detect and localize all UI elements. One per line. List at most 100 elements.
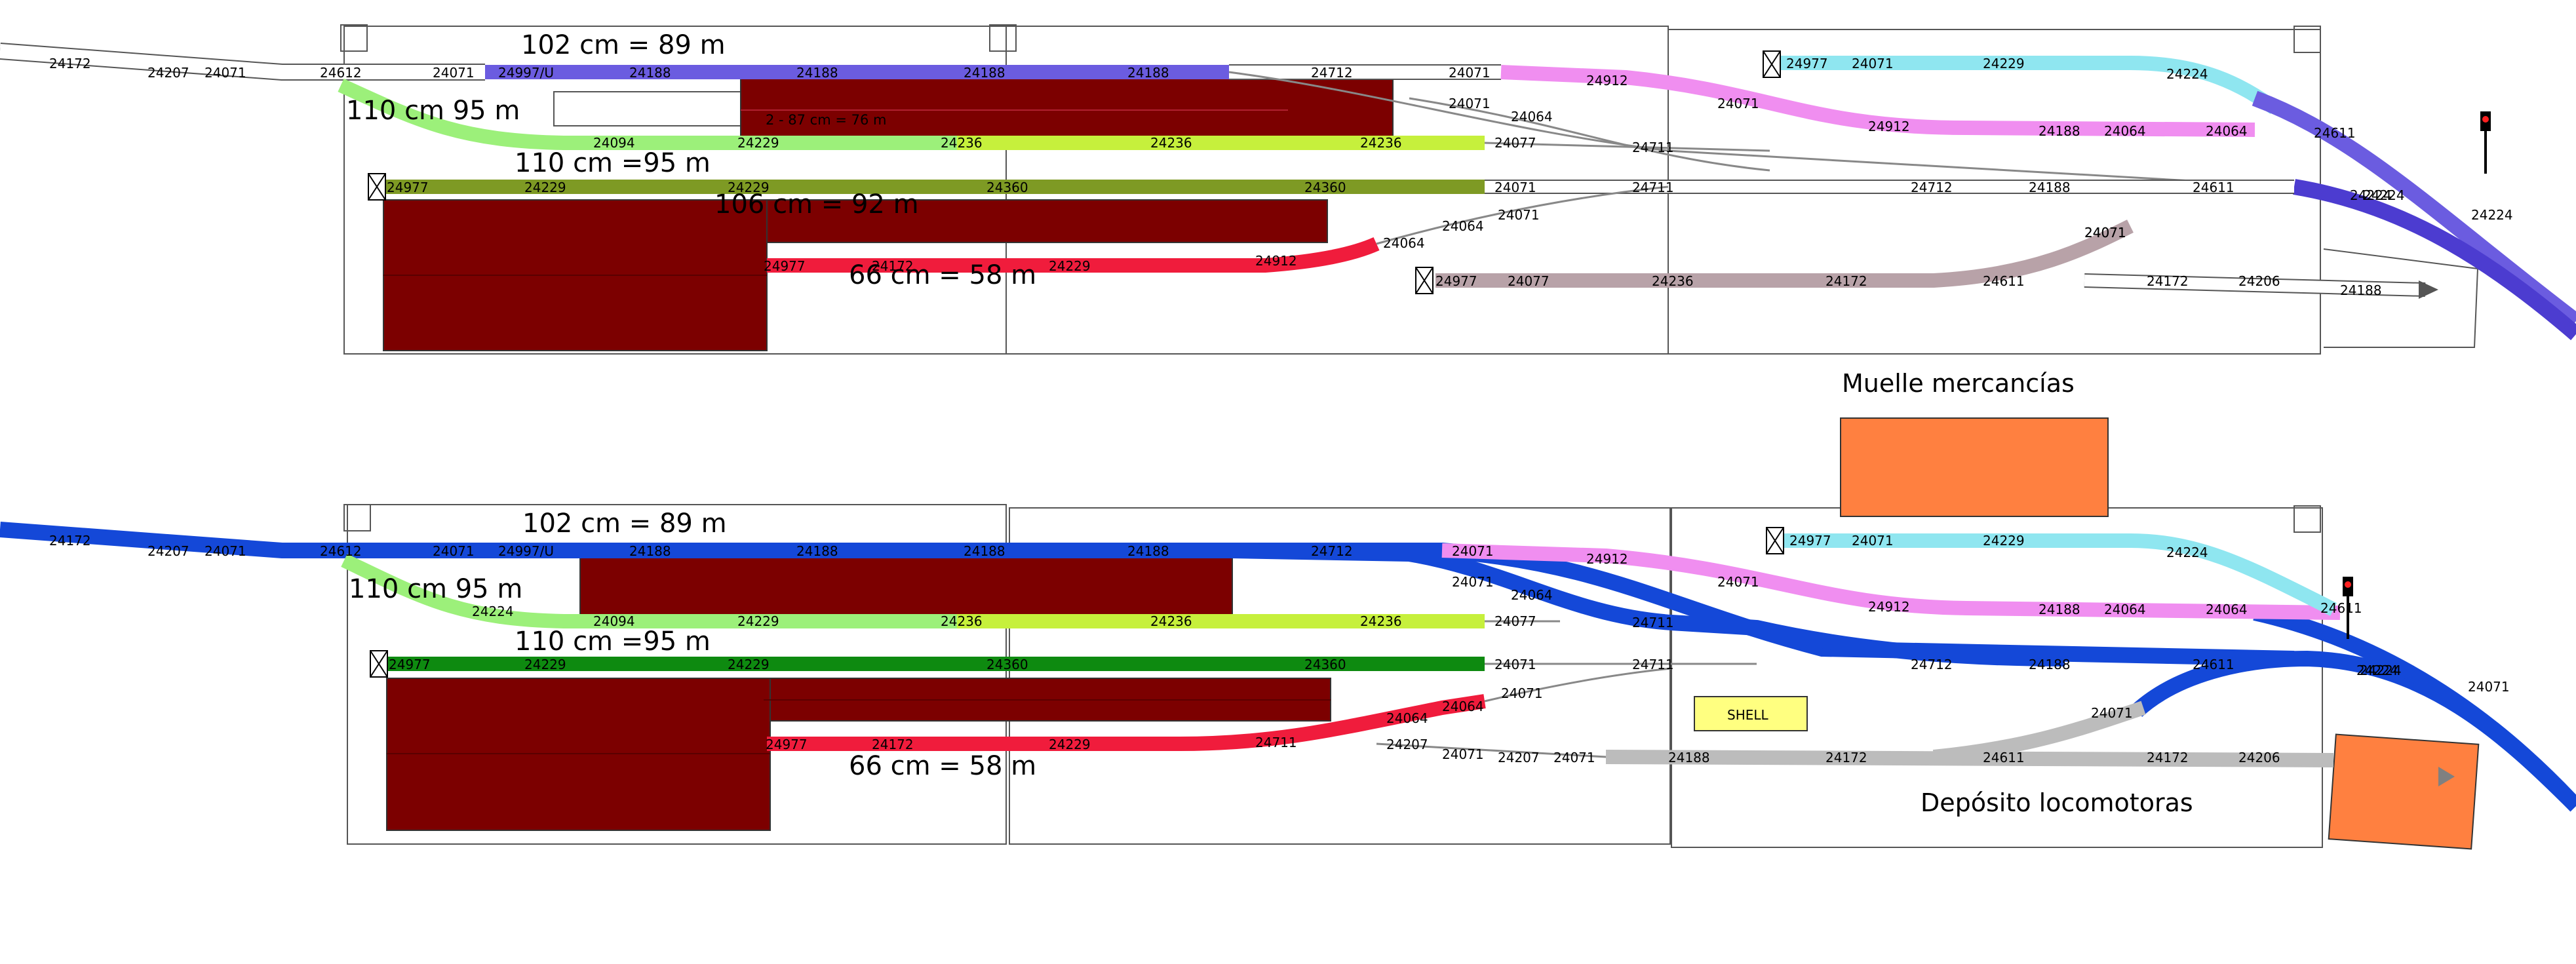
top-label: 24229 bbox=[1049, 258, 1091, 274]
deposito-locomotoras-label: Depósito locomotoras bbox=[1921, 788, 2193, 817]
top-track-blue-curve-2 bbox=[2293, 179, 2576, 341]
top-label: 24071 bbox=[1449, 65, 1491, 81]
top-track-white-red-cont bbox=[1376, 185, 1669, 245]
bottom-label: 24997/U bbox=[498, 543, 554, 559]
top-track-magenta-upper bbox=[1500, 65, 2255, 137]
top-label: 24206 bbox=[2238, 273, 2280, 289]
top-label: 24071 bbox=[433, 65, 475, 81]
top-tracks bbox=[0, 43, 2576, 341]
top-caption-110cm-a: 110 cm 95 m bbox=[346, 96, 520, 126]
bottom-label: 24912 bbox=[1868, 599, 1910, 615]
top-caption-106cm: 106 cm = 92 m bbox=[714, 189, 919, 220]
top-label: 24172 bbox=[49, 56, 91, 71]
top-corner-2 bbox=[989, 24, 1017, 52]
bottom-caption-110cm-a: 110 cm 95 m bbox=[349, 574, 522, 604]
bottom-label: 24172 bbox=[49, 533, 91, 549]
bottom-caption-110cm-b: 110 cm =95 m bbox=[515, 627, 711, 657]
top-label: 24207 bbox=[147, 65, 189, 81]
top-signal-icon bbox=[2480, 111, 2491, 174]
bottom-label: 24188 bbox=[796, 543, 838, 559]
top-label: 24236 bbox=[1360, 135, 1402, 151]
bottom-module-1 bbox=[347, 504, 1007, 845]
bottom-label: 24071 bbox=[1452, 574, 1494, 590]
bottom-label: 24977 bbox=[766, 737, 808, 752]
top-caption-102cm: 102 cm = 89 m bbox=[521, 30, 726, 60]
bottom-label: 24071 bbox=[1553, 750, 1595, 765]
bottom-label: 24977 bbox=[1789, 533, 1831, 549]
bottom-label: 24611 bbox=[1983, 750, 2025, 765]
top-label: 24236 bbox=[941, 135, 983, 151]
top-label: 24188 bbox=[796, 65, 838, 81]
bottom-label: 24229 bbox=[1049, 737, 1091, 752]
bottom-label: 24188 bbox=[2039, 602, 2080, 617]
bottom-label: 24712 bbox=[1911, 657, 1953, 672]
deposito-locomotoras-building bbox=[2328, 733, 2480, 850]
shell-label: SHELL bbox=[1727, 707, 1769, 723]
bottom-label: 24071 bbox=[2091, 705, 2133, 721]
bottom-label: 24071 bbox=[1717, 574, 1759, 590]
top-label: 24172 bbox=[1825, 273, 1867, 289]
top-label: 24611 bbox=[2193, 180, 2234, 195]
top-label: 24977 bbox=[764, 258, 806, 274]
bottom-track-gray-curve bbox=[1932, 701, 2146, 764]
top-label: 24071 bbox=[1449, 96, 1491, 111]
top-label: 24997/U bbox=[498, 65, 554, 81]
top-label: 24071 bbox=[1852, 56, 1894, 71]
bottom-label: 24712 bbox=[1311, 543, 1353, 559]
top-label: 24229 bbox=[728, 180, 770, 195]
bottom-signal-icon bbox=[2343, 577, 2353, 639]
top-label: 24224 bbox=[2350, 187, 2392, 203]
top-label: 24224 bbox=[2471, 207, 2513, 223]
top-label: 24711 bbox=[1632, 180, 1674, 195]
bottom-buffer-cyan bbox=[1766, 527, 1784, 554]
top-label: 24224 bbox=[2363, 187, 2405, 203]
top-label: 24071 bbox=[205, 65, 246, 81]
bottom-label: 24172 bbox=[2147, 750, 2189, 765]
bottom-label: 24611 bbox=[2193, 657, 2234, 672]
top-label: 24188 bbox=[2340, 282, 2382, 298]
muelle-mercancias-building bbox=[1840, 417, 2109, 517]
top-label: 24711 bbox=[1632, 140, 1674, 155]
top-label: 24172 bbox=[872, 258, 914, 274]
top-label: 24236 bbox=[1652, 273, 1694, 289]
top-building-upper bbox=[740, 77, 1394, 138]
bottom-label: 24912 bbox=[1586, 551, 1628, 567]
top-buffers bbox=[368, 50, 1781, 294]
bottom-label: 24188 bbox=[629, 543, 671, 559]
top-label: 24071 bbox=[1717, 96, 1759, 111]
top-corner-1 bbox=[340, 24, 368, 52]
bottom-label: 24071 bbox=[1442, 746, 1484, 762]
top-label: 24229 bbox=[1983, 56, 2025, 71]
top-track-white-ladder-2 bbox=[1409, 97, 1770, 172]
bottom-label: 24071 bbox=[1852, 533, 1894, 549]
top-buildings bbox=[383, 77, 1394, 351]
top-label: 24077 bbox=[1494, 135, 1536, 151]
bottom-track-white-short bbox=[1376, 742, 1607, 758]
top-label: 24064 bbox=[1442, 218, 1484, 234]
bottom-label: 24071 bbox=[1494, 657, 1536, 672]
top-label: 24611 bbox=[2314, 125, 2356, 141]
bottom-plan: 102 cm = 89 m 110 cm 95 m 110 cm =95 m 6… bbox=[0, 369, 2576, 850]
top-track-white-2 bbox=[1484, 142, 1770, 152]
bottom-tracks bbox=[0, 522, 2576, 812]
bottom-track-red bbox=[767, 694, 1486, 751]
top-label: 24188 bbox=[2029, 180, 2071, 195]
bottom-label: 24188 bbox=[1127, 543, 1169, 559]
top-track-tan bbox=[1435, 220, 2134, 288]
top-label: 24977 bbox=[387, 180, 429, 195]
top-track-labels: 24172 24207 24071 24612 24071 24997/U 24… bbox=[49, 56, 2513, 298]
bottom-arrow bbox=[2438, 767, 2455, 786]
top-corner-3 bbox=[2293, 26, 2321, 53]
bottom-label: 24064 bbox=[1511, 587, 1553, 603]
bottom-buffers bbox=[370, 527, 1784, 678]
top-label: 24611 bbox=[1983, 273, 2025, 289]
bottom-label: 24711 bbox=[1255, 735, 1297, 750]
top-label: 24071 bbox=[1498, 207, 1540, 223]
bottom-track-blue-second bbox=[1232, 543, 2065, 666]
bottom-label: 24229 bbox=[1983, 533, 2025, 549]
bottom-track-magenta bbox=[1441, 543, 2341, 620]
top-label: 24071 bbox=[2084, 225, 2126, 241]
bottom-track-light-green bbox=[341, 554, 957, 628]
